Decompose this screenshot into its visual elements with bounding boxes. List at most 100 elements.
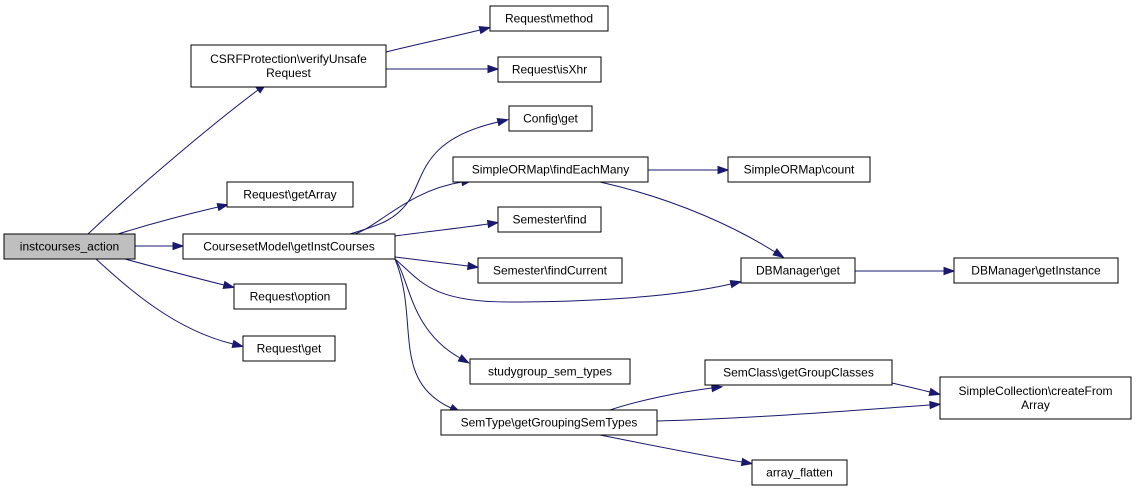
node-orm-findeachmany[interactable]: SimpleORMap\findEachMany [452,156,649,183]
edge-courseset_getinst-to-dbmanager_get [394,258,743,303]
arrowhead-icon [231,339,245,348]
node-request-isxhr[interactable]: Request\isXhr [497,56,602,83]
node-request-get[interactable]: Request\get [242,335,336,362]
edge-courseset_getinst-to-orm_findeachmany [354,177,474,235]
node-instcourses-action[interactable]: instcourses_action [3,233,136,260]
edge-line [394,256,469,267]
edge-line [124,258,225,286]
node-box [226,181,354,208]
node-label: SemClass\getGroupClasses [723,366,874,380]
edge-line [394,258,461,359]
arrowhead-icon [457,354,471,364]
edge-line [656,404,931,422]
node-array-flatten[interactable]: array_flatten [751,459,848,486]
edge-courseset_getinst-to-config_get [349,118,510,235]
node-label: CSRFProtection\verifyUnsafe [210,52,367,66]
edge-instcourses_action-to-csrf_verify [87,83,268,235]
node-box [233,283,347,310]
node-box [242,335,336,362]
arrowhead-icon [222,280,236,289]
edge-line [87,89,259,235]
edge-line [385,29,481,53]
node-label: DBManager\getInstance [971,264,1101,278]
node-studygroup-sem-types[interactable]: studygroup_sem_types [469,358,631,385]
node-orm-count[interactable]: SimpleORMap\count [727,156,871,183]
node-box [440,409,658,436]
node-label: array_flatten [766,466,833,480]
edge-courseset_getinst-to-studygroup_sem_types [394,258,471,364]
node-label: Request\isXhr [512,63,587,77]
node-request-getarray[interactable]: Request\getArray [226,181,354,208]
arrowhead-icon [710,383,724,393]
node-config-get[interactable]: Config\get [508,105,593,132]
node-label: SemType\getGroupingSemTypes [461,416,638,430]
node-box [508,105,593,132]
edge-line [599,181,776,253]
node-box [182,233,396,260]
node-label: SimpleORMap\count [744,163,855,177]
node-request-method[interactable]: Request\method [489,5,609,32]
arrowhead-icon [487,64,500,74]
node-label: CoursesetModel\getInstCourses [203,240,374,254]
node-label: Semester\find [512,213,586,227]
node-semtype-getgrouping[interactable]: SemType\getGroupingSemTypes [440,409,658,436]
node-label: instcourses_action [20,240,119,254]
node-dbmanager-getinstance[interactable]: DBManager\getInstance [953,257,1119,284]
node-courseset-getinst[interactable]: CoursesetModel\getInstCourses [182,233,396,260]
arrowhead-icon [216,203,230,212]
edge-courseset_getinst-to-semtype_getgrouping [394,258,462,413]
node-box [953,257,1119,284]
node-box [727,156,871,183]
arrowhead-icon [717,165,730,175]
node-label: studygroup_sem_types [488,365,612,379]
edge-orm_findeachmany-to-orm_count [648,165,730,175]
node-box [489,5,609,32]
edge-line [394,258,452,409]
node-box [477,257,623,284]
edge-line [891,382,931,393]
edge-semtype_getgrouping-to-semclass_getgroupclasses [609,383,724,411]
edge-line [95,258,234,345]
node-box [452,156,649,183]
node-box [740,257,856,284]
edge-line [394,223,489,237]
edge-instcourses_action-to-request_option [124,258,236,289]
arrowhead-icon [172,241,185,251]
edge-courseset_getinst-to-semester_findcurrent [394,256,480,271]
node-box [497,206,602,233]
edge-line [599,434,743,463]
node-semester-find[interactable]: Semester\find [497,206,602,233]
edge-instcourses_action-to-courseset_getinst [135,241,185,251]
node-label: Array [1021,398,1050,412]
arrowhead-icon [928,387,942,396]
node-semester-findcurrent[interactable]: Semester\findCurrent [477,257,623,284]
node-box [190,44,387,88]
edge-semtype_getgrouping-to-array_flatten [599,434,754,467]
node-dbmanager-get[interactable]: DBManager\get [740,257,856,284]
arrowhead-icon [943,266,956,276]
node-label: Config\get [523,112,578,126]
edge-courseset_getinst-to-semester_find [394,219,500,237]
node-box [469,358,631,385]
arrowhead-icon [729,280,743,289]
node-label: Request\getArray [243,188,336,202]
node-box [704,359,893,386]
arrowhead-icon [772,248,785,259]
node-request-option[interactable]: Request\option [233,283,347,310]
edges-layer [87,26,956,467]
node-box [3,233,136,260]
node-label: Request\method [505,12,593,26]
node-label: Semester\findCurrent [493,264,608,278]
edge-semclass_getgroupclasses-to-collection_createfromarray [891,382,942,396]
edge-line [354,181,463,235]
node-label: Request\get [257,342,322,356]
edge-dbmanager_get-to-dbmanager_getinstance [855,266,956,276]
edge-instcourses_action-to-request_get [95,258,245,348]
node-semclass-getgroupclasses[interactable]: SemClass\getGroupClasses [704,359,893,386]
edge-line [349,121,499,235]
edge-line [609,387,713,411]
node-box [497,56,602,83]
